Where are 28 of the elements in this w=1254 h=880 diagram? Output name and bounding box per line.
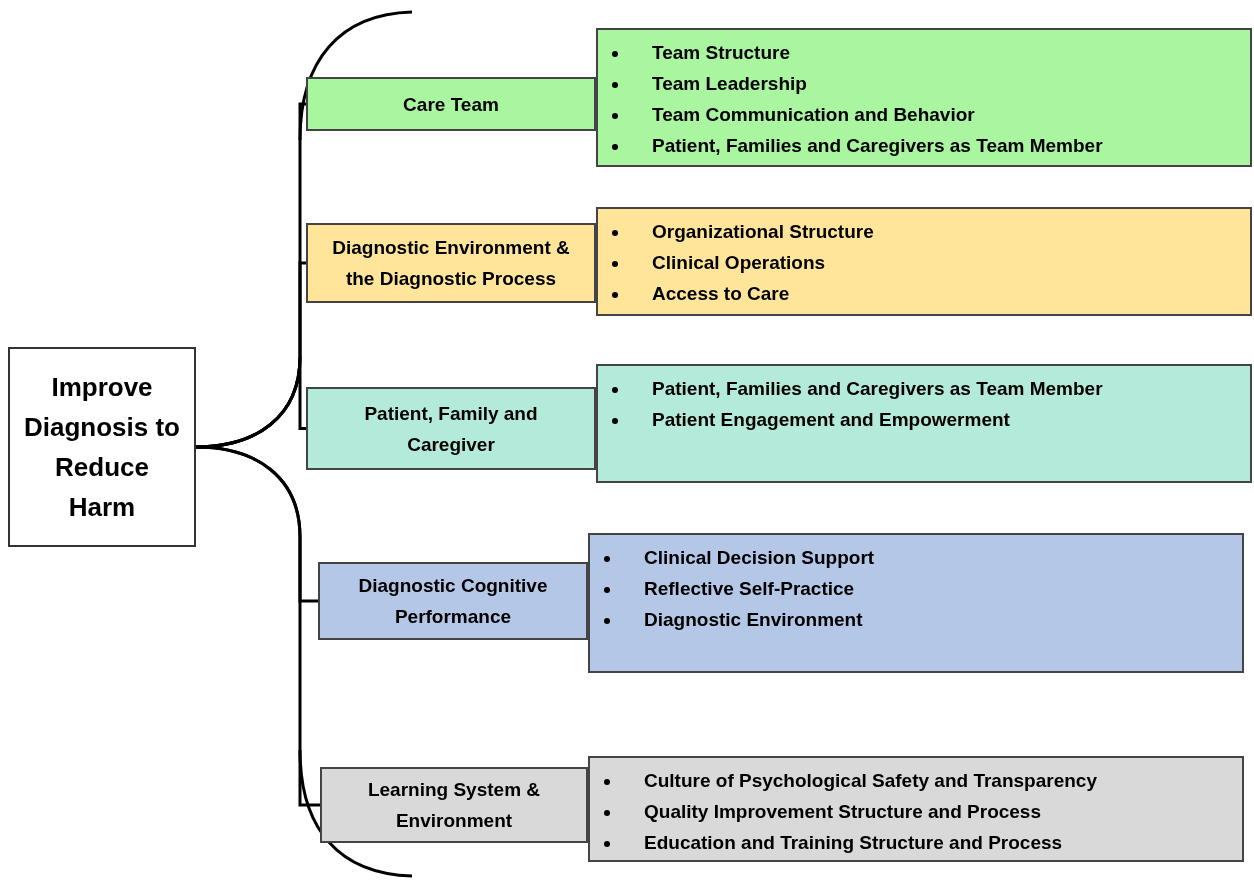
category-box: Learning System & Environment — [320, 767, 588, 843]
detail-box — [596, 364, 1252, 483]
list-item: Access to Care — [652, 282, 790, 307]
detail-box — [588, 756, 1244, 862]
category-box: Diagnostic Cognitive Performance — [318, 562, 588, 640]
list-item: Reflective Self-Practice — [644, 577, 855, 602]
detail-box — [596, 28, 1252, 167]
list-item: Clinical Decision Support — [644, 546, 875, 571]
list-item: Team Leadership — [652, 72, 807, 97]
category-box: Patient, Family and Caregiver — [306, 387, 596, 470]
list-item: Patient, Families and Caregivers as Team Member — [652, 134, 1103, 159]
category-box: Care Team — [306, 77, 596, 131]
list-item: Team Communication and Behavior — [652, 103, 975, 128]
brace-line — [195, 355, 306, 449]
category-box: Diagnostic Environment & the Diagnostic Process — [306, 223, 596, 303]
detail-box — [596, 207, 1252, 316]
list-item: Organizational Structure — [652, 220, 874, 245]
brace-line — [195, 445, 320, 807]
list-item: Quality Improvement Structure and Process — [644, 800, 1041, 825]
list-item: Education and Training Structure and Process — [644, 831, 1063, 856]
list-item: Patient, Families and Caregivers as Team Member — [652, 377, 1103, 402]
list-item: Diagnostic Environment — [644, 608, 863, 633]
list-item: Culture of Psychological Safety and Transparency — [644, 769, 1097, 794]
goal-box: Improve Diagnosis to Reduce Harm — [8, 347, 196, 547]
list-item: Clinical Operations — [652, 251, 826, 276]
detail-box — [588, 533, 1244, 673]
list-item: Patient Engagement and Empowerment — [652, 408, 1010, 433]
list-item: Team Structure — [652, 41, 790, 66]
